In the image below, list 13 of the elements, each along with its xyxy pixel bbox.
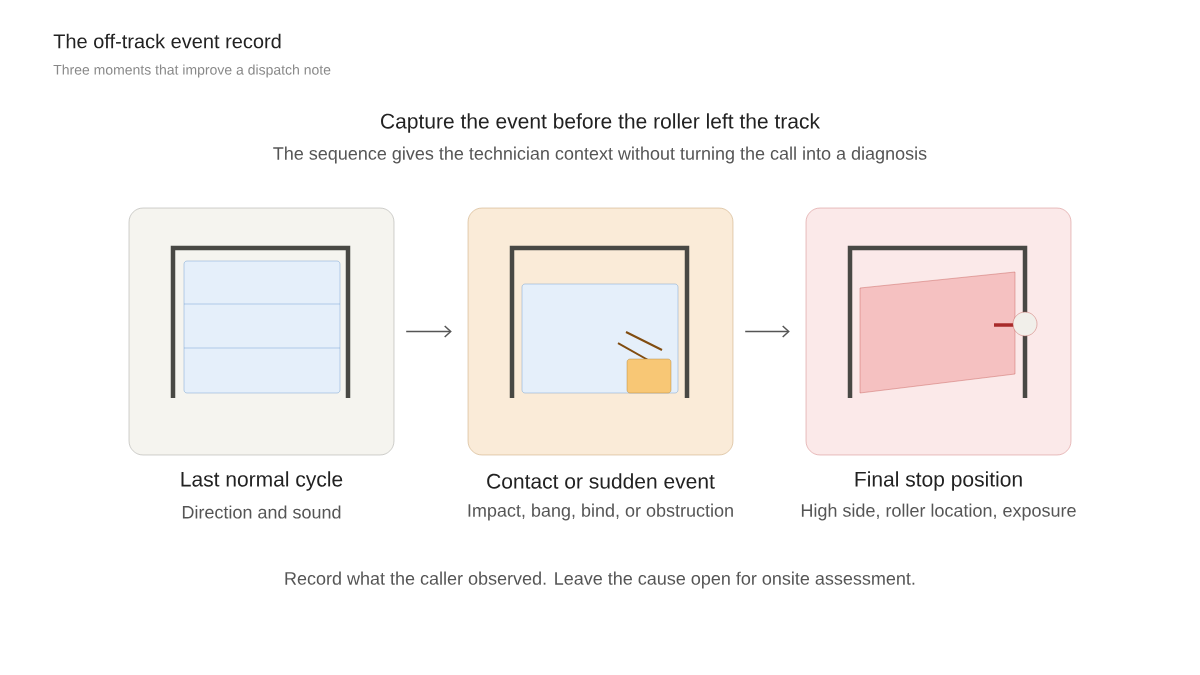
note: Record what the caller observed. Leave the cause open for onsite assessment. — [285, 571, 915, 589]
heading: Capture the event before the roller left the track — [381, 113, 820, 133]
subheading: The sequence gives the technician context without turning the call into a diagnosis — [273, 146, 927, 164]
panel-caption: Impact, bang, bind, or obstruction — [468, 503, 733, 521]
panel-title: Last normal cycle — [181, 471, 343, 491]
subtitle: Three moments that improve a dispatch note — [53, 64, 331, 78]
panel-title: Final stop position — [855, 471, 1022, 491]
panel-caption: High side, roller location, exposure — [801, 503, 1076, 521]
arrow — [405, 325, 452, 338]
panel-title: Contact or sudden event — [487, 473, 715, 489]
title: The off-track event record — [53, 33, 281, 49]
panel-caption: Direction and sound — [182, 505, 341, 519]
arrow — [744, 325, 790, 338]
